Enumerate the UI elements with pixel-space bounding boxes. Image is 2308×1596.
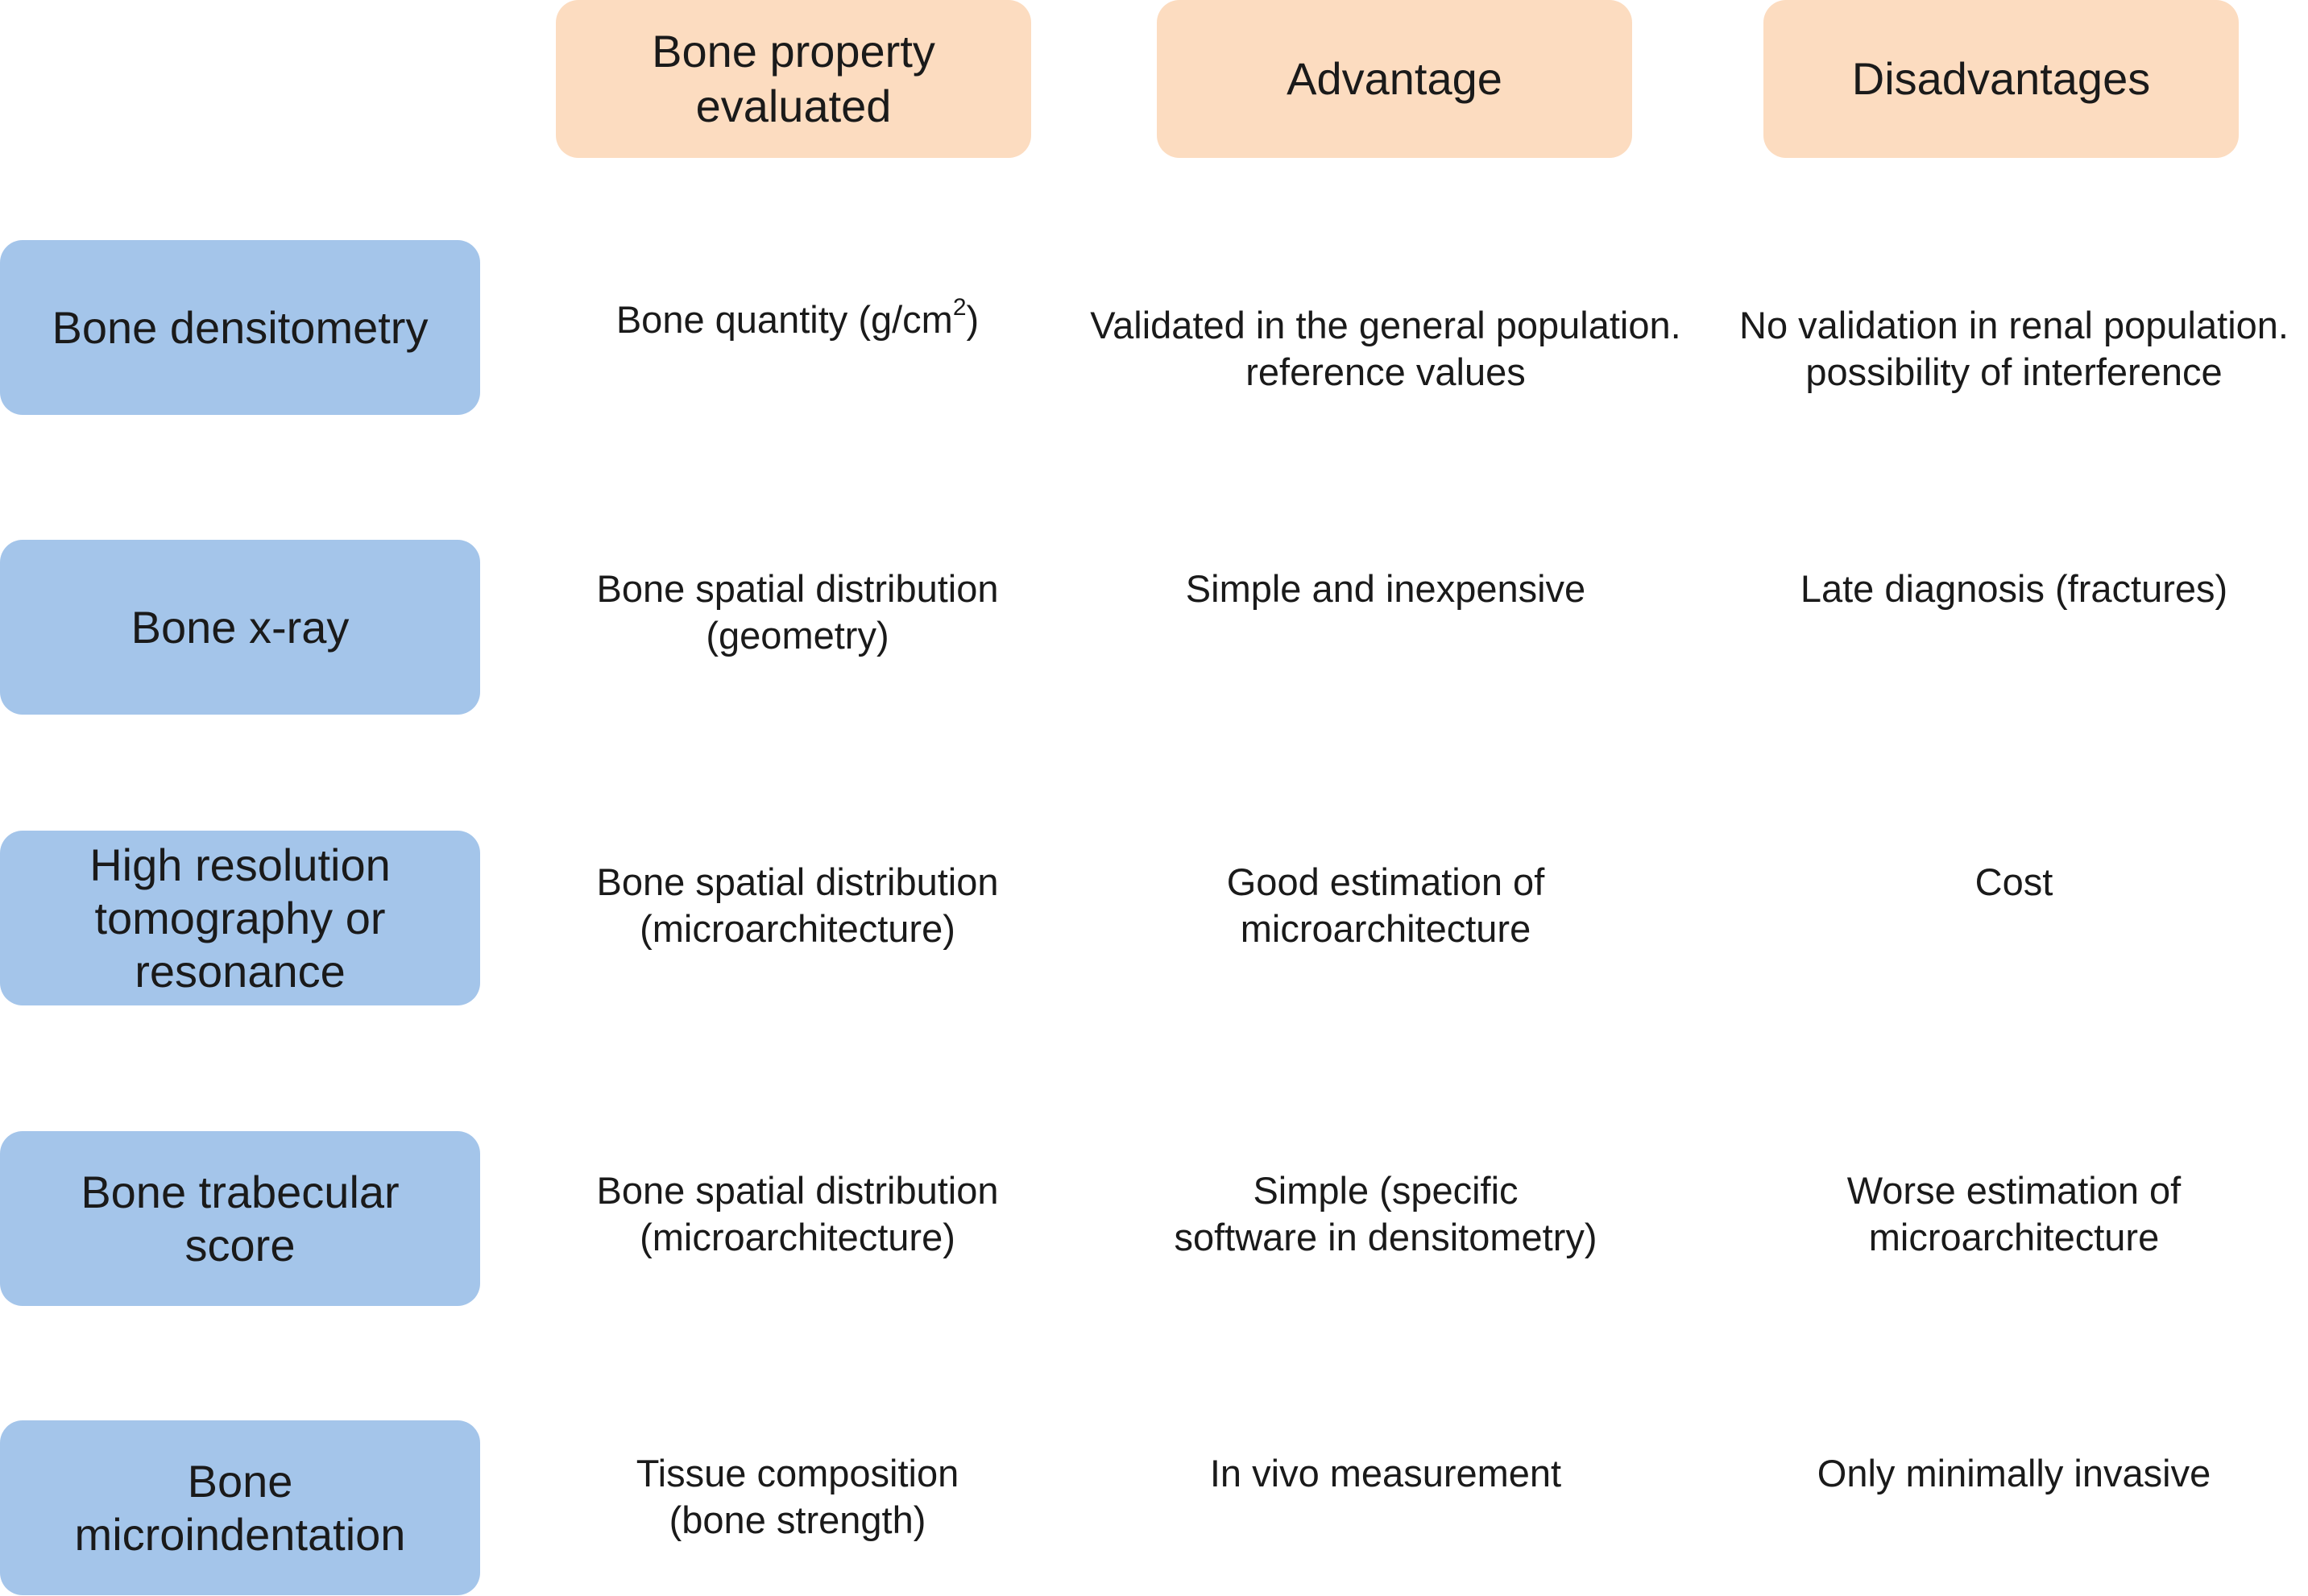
header-disadvantages-label: Disadvantages xyxy=(1851,53,2151,104)
cell-disadvantage-bone-x-ray: Late diagnosis (fractures) xyxy=(1724,566,2304,612)
cell-line: Validated in the general population. xyxy=(1090,304,1681,346)
cell-line: (microarchitecture) xyxy=(640,1216,955,1258)
row-label-line: resonance xyxy=(135,945,346,997)
cell-disadvantage-microindentation: Only minimally invasive xyxy=(1724,1450,2304,1497)
cell-line: (microarchitecture) xyxy=(640,907,955,950)
cell-disadvantage-bone-densitometry: No validation in renal population. possi… xyxy=(1724,302,2304,396)
row-label-line: Bone densitometry xyxy=(52,301,429,353)
row-label-high-resolution-tomography: High resolution tomography or resonance xyxy=(0,831,480,1005)
cell-property-text: Bone quantity (g/cm xyxy=(615,298,953,341)
cell-property-bone-densitometry: Bone quantity (g/cm2) xyxy=(556,296,1039,343)
cell-property-bone-x-ray: Bone spatial distribution (geometry) xyxy=(556,566,1039,659)
cell-line: Only minimally invasive xyxy=(1817,1452,2211,1494)
row-label-line: Bone x-ray xyxy=(131,601,350,653)
row-label-bone-trabecular-score: Bone trabecular score xyxy=(0,1131,480,1306)
cell-advantage-bone-x-ray: Simple and inexpensive xyxy=(1063,566,1708,612)
cell-advantage-microindentation: In vivo measurement xyxy=(1063,1450,1708,1497)
row-label-bone-densitometry: Bone densitometry xyxy=(0,240,480,415)
header-advantage: Advantage xyxy=(1157,0,1632,158)
cell-line: In vivo measurement xyxy=(1209,1452,1562,1494)
cell-advantage-trabecular-score: Simple (specific software in densitometr… xyxy=(1063,1167,1708,1261)
header-bone-property-line-1: Bone property xyxy=(652,26,935,77)
cell-advantage-high-resolution: Good estimation of microarchitecture xyxy=(1063,859,1708,952)
cell-property-trabecular-score: Bone spatial distribution (microarchitec… xyxy=(556,1167,1039,1261)
cell-line: Bone spatial distribution xyxy=(596,860,999,903)
row-label-line: Bone xyxy=(187,1455,293,1507)
cell-disadvantage-trabecular-score: Worse estimation of microarchitecture xyxy=(1724,1167,2304,1261)
header-bone-property-line-2: evaluated xyxy=(695,81,892,131)
cell-line: Tissue composition xyxy=(636,1452,959,1494)
cell-line: (bone strength) xyxy=(669,1499,926,1541)
row-label-line: score xyxy=(184,1219,296,1271)
header-disadvantages: Disadvantages xyxy=(1763,0,2239,158)
cell-line: Late diagnosis (fractures) xyxy=(1800,567,2228,610)
cell-line: (geometry) xyxy=(706,614,889,657)
cell-disadvantage-high-resolution: Cost xyxy=(1724,859,2304,906)
cell-property-high-resolution: Bone spatial distribution (microarchitec… xyxy=(556,859,1039,952)
cell-advantage-bone-densitometry: Validated in the general population. ref… xyxy=(1063,302,1708,396)
header-bone-property: Bone property evaluated xyxy=(556,0,1031,158)
cell-line: Simple (specific xyxy=(1253,1169,1519,1212)
cell-line: reference values xyxy=(1245,350,1526,393)
row-label-line: Bone trabecular xyxy=(81,1166,400,1217)
row-label-line: tomography or xyxy=(94,892,386,943)
cell-line: Bone spatial distribution xyxy=(596,567,999,610)
row-label-line: microindentation xyxy=(74,1508,406,1560)
cell-line: Worse estimation of xyxy=(1846,1169,2182,1212)
cell-line: Good estimation of xyxy=(1226,860,1545,903)
cell-line: microarchitecture xyxy=(1240,907,1531,950)
cell-property-superscript: 2 xyxy=(952,294,967,321)
cell-line: Bone spatial distribution xyxy=(596,1169,999,1212)
row-label-bone-microindentation: Bone microindentation xyxy=(0,1420,480,1595)
row-label-bone-x-ray: Bone x-ray xyxy=(0,540,480,715)
cell-line: Simple and inexpensive xyxy=(1185,567,1586,610)
header-advantage-label: Advantage xyxy=(1287,53,1502,104)
cell-line: possibility of interference xyxy=(1805,350,2223,393)
cell-property-microindentation: Tissue composition (bone strength) xyxy=(556,1450,1039,1544)
cell-line: No validation in renal population. xyxy=(1739,304,2289,346)
cell-line: software in densitometry) xyxy=(1174,1216,1597,1258)
row-label-line: High resolution xyxy=(89,839,391,890)
cell-line: Cost xyxy=(1974,860,2053,903)
cell-line: microarchitecture xyxy=(1868,1216,2160,1258)
cell-property-close: ) xyxy=(966,298,980,341)
